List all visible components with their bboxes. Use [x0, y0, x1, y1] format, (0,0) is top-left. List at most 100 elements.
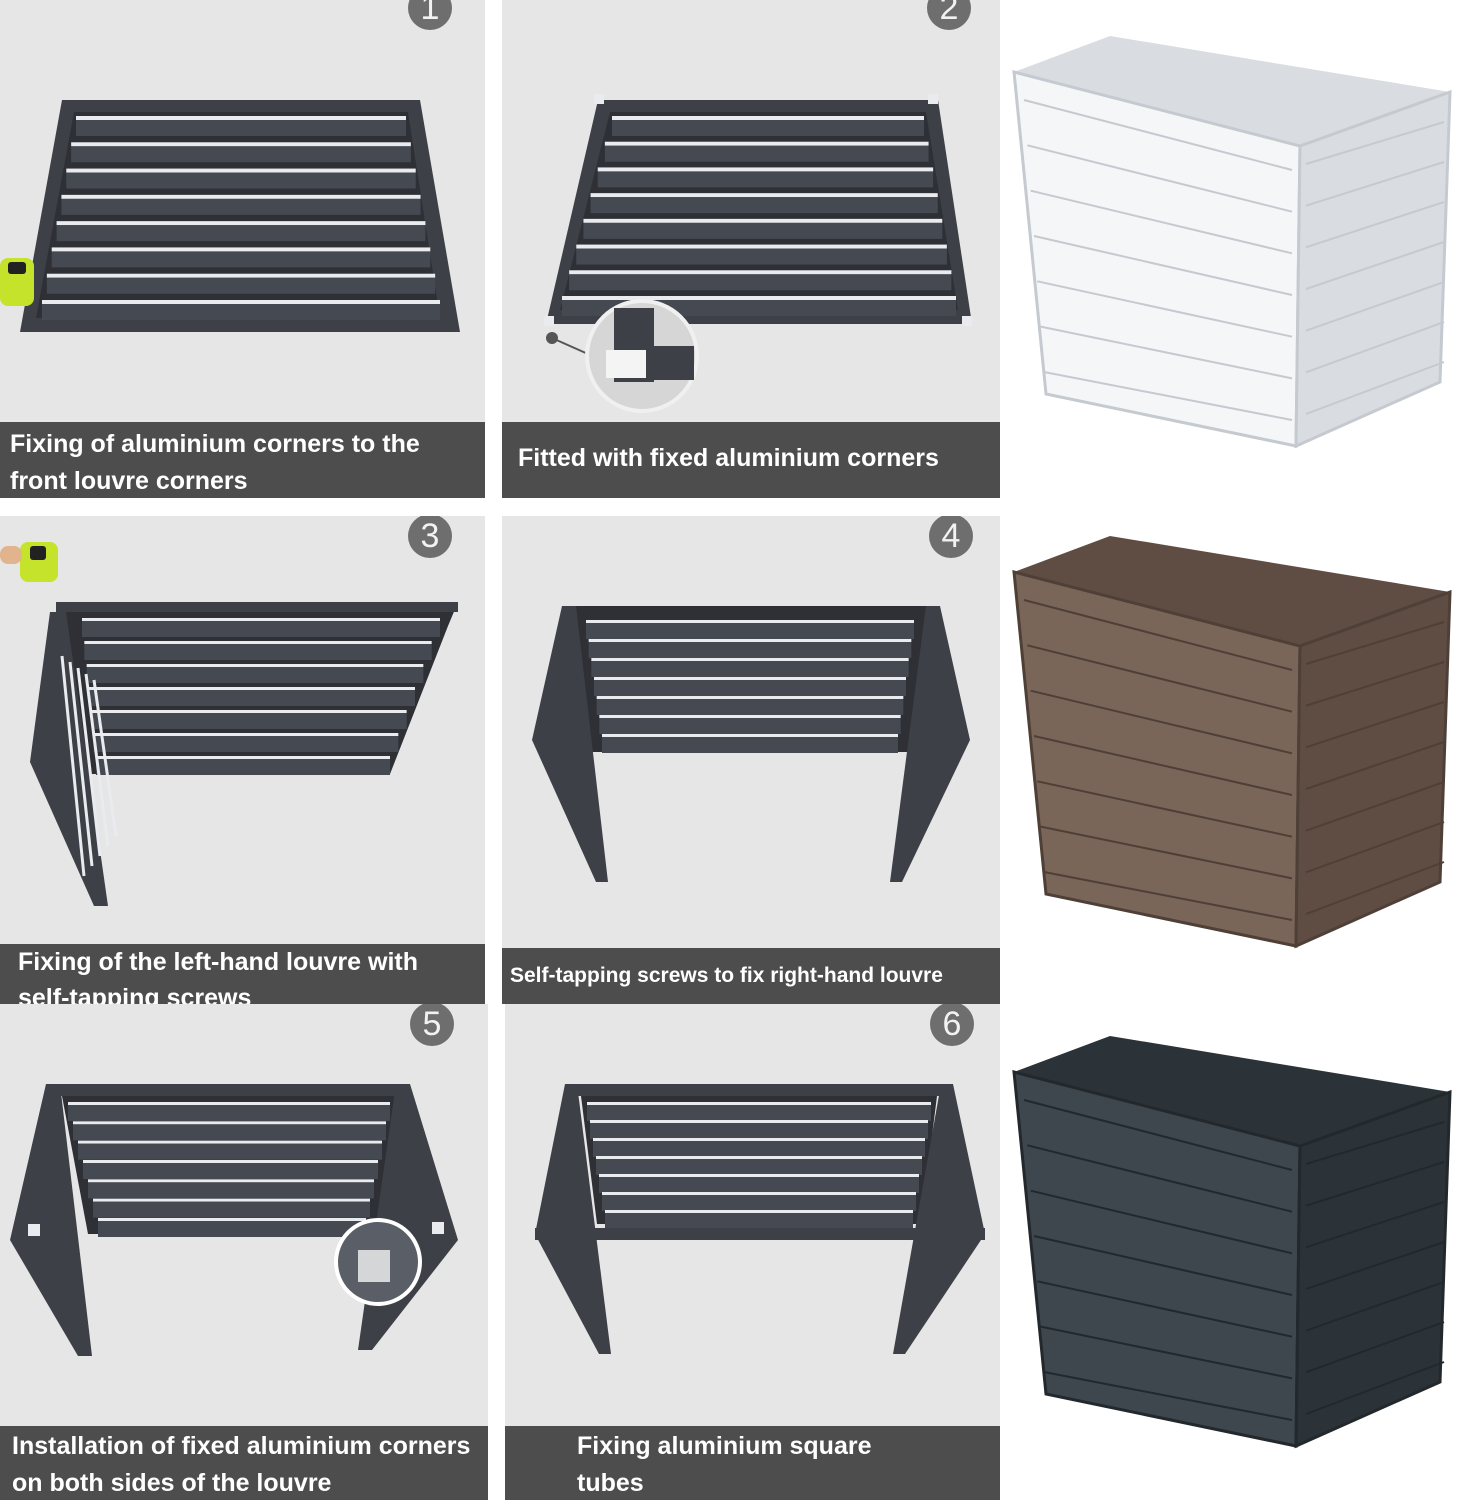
- side-slat: [92, 679, 118, 837]
- side-louvre-slat: [1305, 821, 1445, 874]
- slat: [569, 270, 952, 275]
- slat: [93, 1198, 370, 1202]
- step-caption: Fitted with fixed aluminium corners: [502, 422, 1000, 498]
- slat-shadow: [56, 225, 426, 242]
- slat-shadow: [576, 248, 947, 265]
- slat-shadow: [84, 644, 432, 660]
- step-number-badge: 4: [929, 516, 973, 558]
- front-louvre-slat: [1040, 1325, 1293, 1380]
- slat: [46, 273, 436, 278]
- slat: [76, 116, 406, 120]
- slat: [83, 1160, 378, 1163]
- slat-shadow: [599, 718, 901, 734]
- step-3-image: [0, 542, 458, 906]
- side-louvre-slat: [1305, 161, 1445, 207]
- side-louvre-slat: [1305, 1321, 1445, 1374]
- side-louvre-slat: [1305, 1361, 1445, 1415]
- front-louvre-slat: [1027, 1144, 1293, 1213]
- cover-top: [1014, 1036, 1450, 1146]
- slat-shadow: [46, 277, 436, 294]
- slat-shadow: [78, 1143, 382, 1160]
- corner-bracket: [594, 94, 604, 104]
- front-square-tube: [535, 1228, 985, 1240]
- cover-side: [1294, 589, 1452, 949]
- slat-shadow: [93, 1201, 370, 1218]
- side-slat: [76, 667, 102, 857]
- slat-shadow: [73, 1124, 386, 1141]
- caption-line: Installation of fixed aluminium corners: [12, 1432, 471, 1460]
- slat-shadow: [605, 1213, 913, 1229]
- corner-bracket: [928, 94, 938, 104]
- side-louvre-slat: [1305, 1241, 1445, 1290]
- slat: [604, 141, 929, 146]
- front-louvre-slat: [1030, 1189, 1293, 1255]
- louvre-slats: [68, 1102, 390, 1237]
- side-louvre-slat: [1305, 781, 1445, 832]
- slat-shadow: [590, 1123, 928, 1139]
- slat-shadow: [588, 642, 912, 658]
- slat-shadow: [586, 623, 914, 639]
- step-2-panel: 2 Fitted with fixed aluminium corners: [502, 0, 1000, 498]
- side-louvre-slat: [1305, 621, 1445, 665]
- slat: [576, 244, 947, 249]
- slat: [42, 300, 440, 304]
- louvre-slats: [82, 618, 440, 775]
- front-louvre-slat: [1043, 1371, 1293, 1421]
- product-image-white: [1000, 0, 1460, 500]
- side-louvre-slat: [1305, 121, 1445, 165]
- top-frame: [46, 1084, 410, 1096]
- slat: [96, 756, 390, 759]
- caption-line: Fitted with fixed aluminium corners: [518, 444, 939, 472]
- slat: [91, 710, 407, 713]
- step-4-panel: 4 Self-tapping screws to fix right-hand …: [502, 516, 1000, 1004]
- product-image-brown: [1000, 500, 1460, 1000]
- slat-shadow: [602, 737, 898, 753]
- step-1-image: [0, 100, 460, 332]
- slat: [590, 193, 938, 198]
- caption-line: self-tapping screws: [18, 984, 252, 1004]
- side-louvre-slat: [1305, 661, 1445, 707]
- cover-side: [1294, 89, 1452, 449]
- slat: [593, 1138, 925, 1141]
- caption-line: front louvre corners: [10, 467, 248, 495]
- slat-shadow: [602, 1195, 916, 1211]
- slat: [73, 1121, 386, 1125]
- front-louvre-slat: [1040, 825, 1293, 880]
- slat-shadow: [569, 274, 952, 291]
- cover-top: [1014, 36, 1450, 146]
- side-louvre-slat: [1305, 321, 1445, 374]
- air-conditioner-cover-brown: [1012, 536, 1452, 949]
- front-louvre-slat: [1027, 144, 1293, 213]
- step-caption: Self-tapping screws to fix right-hand lo…: [502, 948, 1000, 1004]
- slat-shadow: [61, 198, 421, 215]
- caption-line: on both sides of the louvre: [12, 1469, 332, 1497]
- step-caption: Installation of fixed aluminium corners …: [0, 1426, 488, 1500]
- step-6-image: [535, 1084, 985, 1354]
- front-louvre-slat: [1033, 235, 1293, 296]
- slat-shadow: [98, 1221, 366, 1237]
- slat-shadow: [591, 661, 909, 677]
- side-louvre-slat: [1305, 241, 1445, 290]
- slat: [588, 639, 912, 642]
- front-louvre-slat: [1030, 689, 1293, 755]
- slat: [599, 1174, 919, 1177]
- detail-magnifier: [585, 299, 699, 413]
- slat: [93, 733, 399, 736]
- slat-shadow: [590, 197, 938, 214]
- front-louvre-slat: [1030, 189, 1293, 255]
- slat: [66, 168, 416, 173]
- left-louvre: [532, 606, 608, 882]
- slat-shadow: [594, 680, 906, 696]
- side-slats: [60, 655, 118, 877]
- corner-bracket: [28, 1224, 40, 1236]
- slat-shadow: [86, 667, 424, 683]
- step-5-panel: 5 Installation of fixed aluminium corner…: [0, 1004, 488, 1500]
- slat: [71, 142, 411, 147]
- side-louvre-slat: [1305, 701, 1445, 749]
- slat: [61, 194, 421, 199]
- side-louvre-slat: [1305, 861, 1445, 915]
- side-louvre-slat: [1305, 1281, 1445, 1332]
- front-louvre-slat: [1023, 1099, 1293, 1171]
- slat-shadow: [96, 759, 390, 775]
- step-caption: Fixing of aluminium corners to the front…: [0, 422, 485, 498]
